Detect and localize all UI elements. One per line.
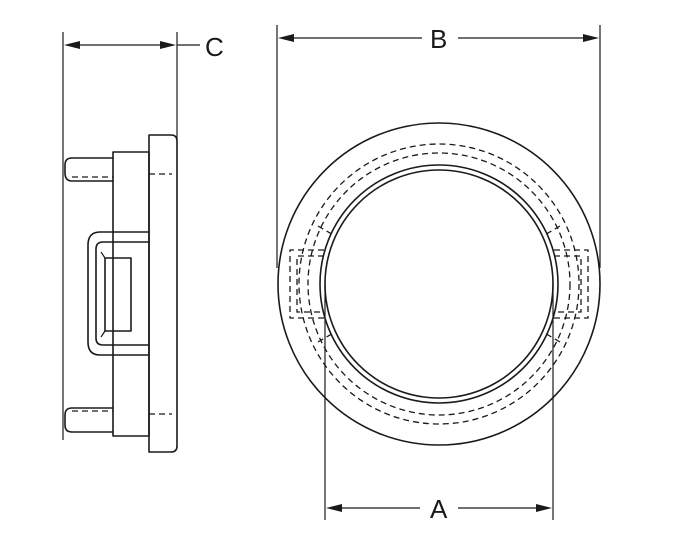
side-bottom-lug [64, 407, 114, 433]
front-hidden-diag-tr [542, 225, 561, 237]
side-clip-detail-bottom [100, 330, 106, 338]
front-hidden-diag-br [542, 331, 561, 343]
front-bore-outer [319, 164, 559, 404]
front-hidden-lug-left-outer [289, 249, 324, 319]
dimension-c-label: C [205, 32, 224, 62]
dimension-c-arrow-right [160, 41, 176, 49]
side-clip-detail-top [100, 251, 106, 259]
dimension-b-arrow-right [583, 34, 599, 42]
front-bore-inner [324, 169, 554, 399]
side-clip-window [104, 257, 132, 332]
front-hidden-ring-outer [298, 143, 580, 425]
side-view: C [62, 32, 224, 453]
dimension-a-arrow-left [326, 504, 342, 512]
side-flange [148, 134, 178, 453]
dimension-c-arrow-left [64, 41, 80, 49]
front-hidden-lug-left-inner [296, 255, 324, 313]
front-outer-circle [277, 122, 601, 446]
front-hidden-diag-tl [317, 225, 336, 237]
front-hidden-ring-inner [307, 152, 571, 416]
side-top-lug [64, 157, 114, 182]
dimension-a-arrow-right [536, 504, 552, 512]
side-clip-outer [87, 231, 150, 356]
front-view: B A [276, 24, 601, 524]
front-hidden-lug-right-inner [554, 255, 582, 313]
side-body [112, 151, 150, 437]
front-hidden-lug-right-outer [554, 249, 589, 319]
dimension-a-label: A [430, 494, 448, 524]
side-clip-inner [95, 241, 150, 346]
dimension-b-arrow-left [278, 34, 294, 42]
front-hidden-diag-bl [317, 331, 336, 343]
dimension-b-label: B [430, 24, 447, 54]
